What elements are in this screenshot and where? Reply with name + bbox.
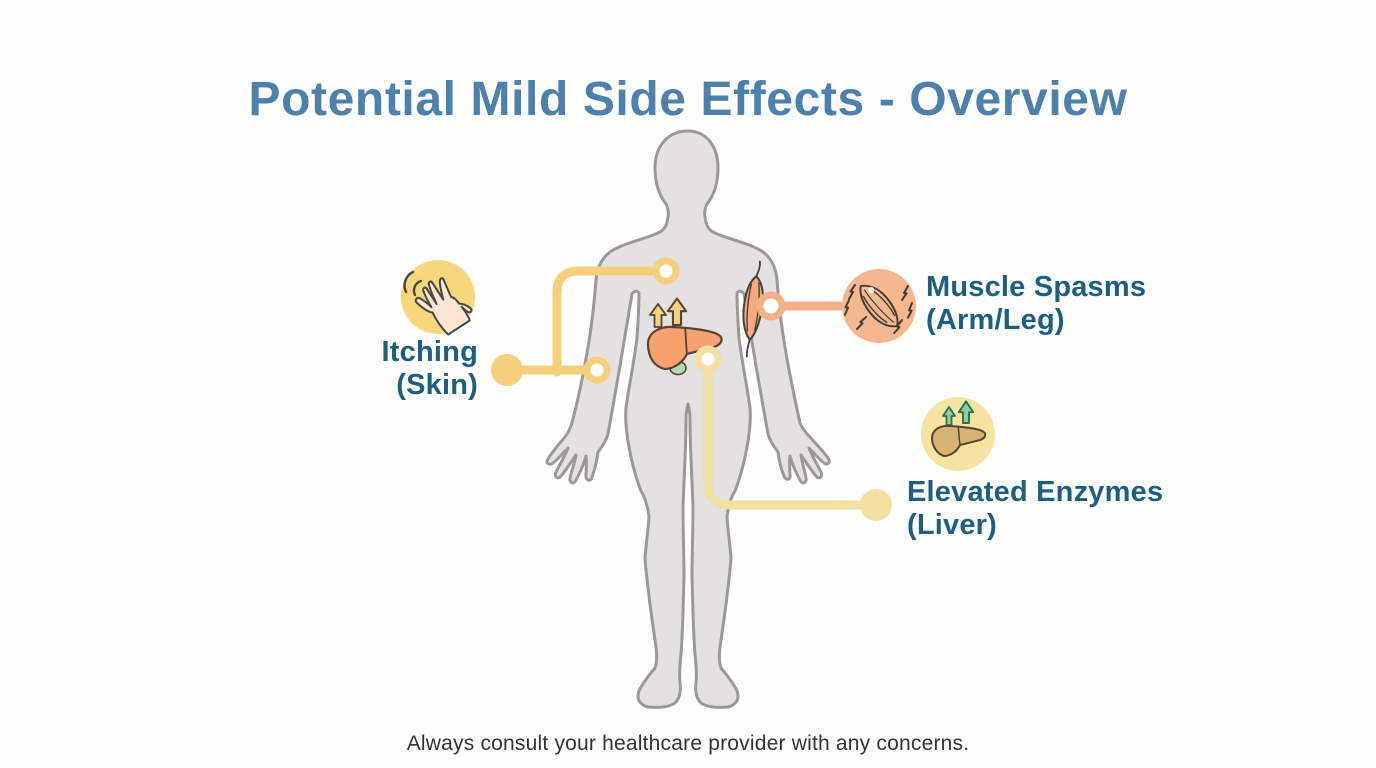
itching-marker-chest [652, 257, 680, 285]
callout-label-line: Itching [381, 336, 478, 368]
scratching-hand-icon [401, 260, 475, 336]
arm-muscle-illustration [742, 260, 765, 358]
scratch-motion-lines [412, 279, 423, 297]
disclaimer-text: Always consult your healthcare provider … [406, 732, 970, 755]
itching-endpoint-dot [491, 354, 523, 386]
liver-endpoint-dot [860, 489, 892, 521]
callout-label-line: (Skin) [396, 369, 478, 401]
elevated-enzymes-arrow-yellow [649, 303, 667, 328]
enzyme-arrow-green [942, 406, 956, 426]
muscle-connector [756, 291, 849, 321]
callout-label-itching: Itching (Skin) [238, 336, 478, 402]
hand-shape [414, 277, 473, 336]
elevated-enzymes-arrow-yellow [666, 297, 688, 327]
muscle-spasm-icon [842, 269, 916, 343]
liver-marker [694, 345, 722, 373]
body-liver-illustration [646, 297, 723, 376]
callout-label-elevated-enzymes: Elevated Enzymes (Liver) [907, 476, 1163, 542]
callout-label-line: (Liver) [907, 509, 998, 541]
liver-up-arrows-icon [921, 397, 995, 471]
callout-label-muscle-spasms: Muscle Spasms (Arm/Leg) [926, 271, 1146, 337]
liver-connector [694, 345, 892, 521]
muscle-marker-arm [756, 291, 786, 321]
itching-connector [491, 257, 680, 386]
spasm-bolts [844, 284, 913, 335]
page-title: Potential Mild Side Effects - Overview [248, 73, 1128, 127]
callout-label-line: Muscle Spasms [926, 271, 1147, 303]
itching-marker-waist [583, 356, 611, 384]
liver-lobe-divider [684, 326, 688, 355]
body-silhouette [545, 129, 831, 709]
scratch-motion-lines [403, 270, 415, 294]
callout-label-line: (Arm/Leg) [926, 304, 1065, 336]
callout-label-line: Elevated Enzymes [907, 476, 1164, 508]
liver-icon-shape [931, 424, 987, 457]
enzyme-arrow-green [957, 400, 975, 424]
